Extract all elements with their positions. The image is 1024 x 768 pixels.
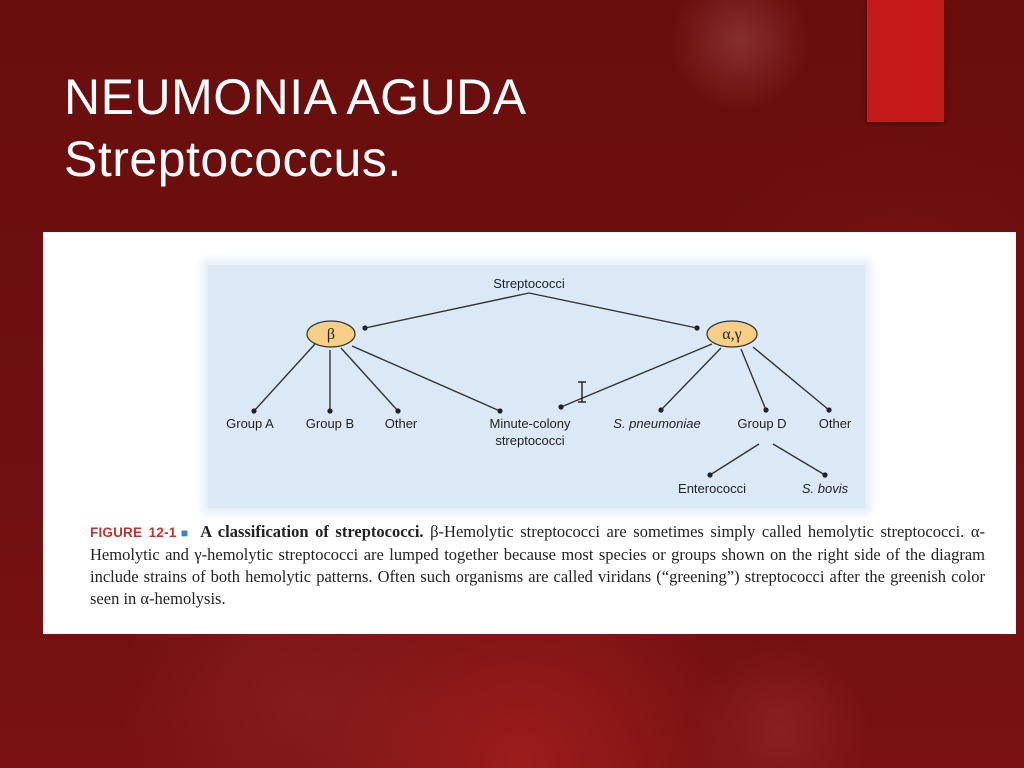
text-cursor-icon <box>578 381 586 403</box>
edge-groupd-sbovis <box>772 443 826 476</box>
caption-body: β-Hemolytic streptococci are sometimes s… <box>90 522 986 608</box>
label-beta-other: Other <box>385 416 418 431</box>
junction-dots <box>251 325 832 478</box>
beta-node <box>306 320 356 348</box>
diagram-edges <box>253 292 830 476</box>
alpha-gamma-node <box>706 320 758 348</box>
classification-diagram: β α,γ Streptococci Group A Group B Other… <box>226 276 852 496</box>
root-label: Streptococci <box>493 276 565 291</box>
edge-alphagamma-other <box>752 346 830 411</box>
title-line-2: Streptococcus. <box>64 131 402 187</box>
square-bullet-icon: ■ <box>178 526 191 540</box>
label-enterococci: Enterococci <box>678 481 746 496</box>
accent-tab <box>867 0 944 122</box>
label-minute-colony-1: Minute-colony <box>490 416 571 431</box>
figure-panel: β α,γ Streptococci Group A Group B Other… <box>43 232 1016 634</box>
label-group-d: Group D <box>737 416 786 431</box>
beta-node-label: β <box>327 326 335 343</box>
figure-number: FIGURE 12-1 <box>90 525 177 540</box>
edge-alphagamma-minute <box>560 343 713 408</box>
diagram-background <box>208 265 865 508</box>
edge-root-alphagamma <box>528 292 698 329</box>
edge-alphagamma-pneumoniae <box>660 347 722 411</box>
label-alphagamma-other: Other <box>819 416 852 431</box>
slide-title: NEUMONIA AGUDA Streptococcus. <box>64 66 527 190</box>
alpha-gamma-node-label: α,γ <box>722 326 741 343</box>
edge-root-beta <box>364 292 530 329</box>
edge-beta-groupa <box>253 343 316 412</box>
label-minute-colony-2: streptococci <box>495 433 564 448</box>
edge-groupd-enterococci <box>709 443 760 476</box>
label-group-a: Group A <box>226 416 274 431</box>
caption-heading: A classification of streptococci. <box>200 522 424 541</box>
title-line-1: NEUMONIA AGUDA <box>64 69 527 125</box>
label-s-pneumoniae: S. pneumoniae <box>613 416 700 431</box>
label-group-b: Group B <box>306 416 354 431</box>
edge-alphagamma-groupd <box>740 348 767 411</box>
figure-caption: FIGURE 12-1■ A classification of strepto… <box>90 521 985 610</box>
edge-beta-other <box>340 347 399 412</box>
label-s-bovis: S. bovis <box>802 481 849 496</box>
edge-beta-minute <box>351 345 501 412</box>
